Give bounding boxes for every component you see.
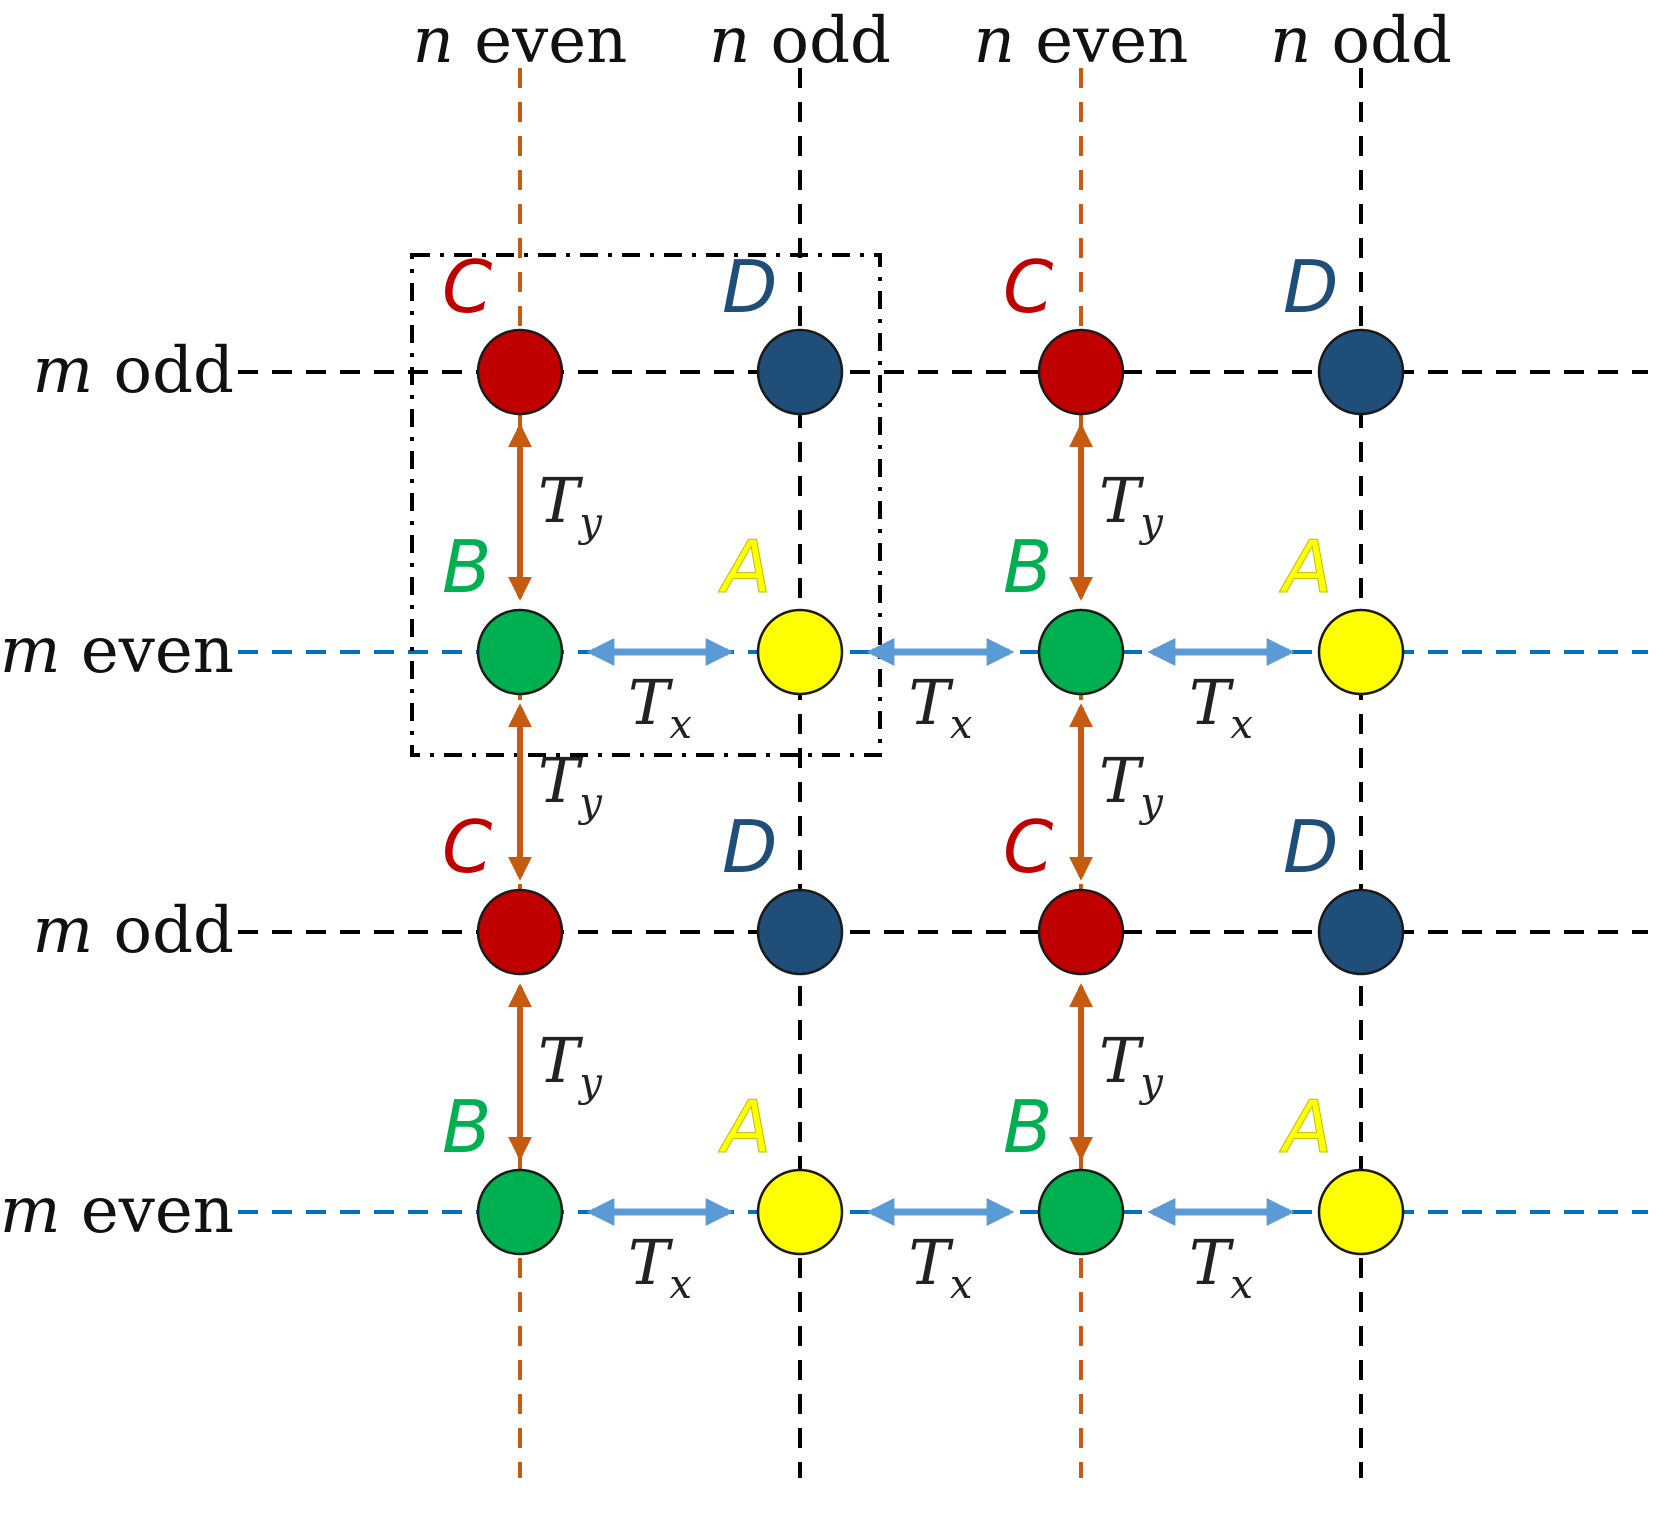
site-label-b: B bbox=[1003, 525, 1052, 609]
site-a bbox=[756, 1168, 844, 1256]
row-label: m even bbox=[0, 1174, 234, 1248]
site-d bbox=[1317, 328, 1405, 416]
hop-y-label: Ty bbox=[538, 1024, 603, 1106]
site-label-d: D bbox=[1283, 245, 1338, 329]
site-a bbox=[756, 608, 844, 696]
hop-x-label: Tx bbox=[628, 666, 692, 748]
site-label-c: C bbox=[442, 805, 493, 889]
lattice-sites bbox=[476, 328, 1405, 1256]
site-b bbox=[1037, 1168, 1125, 1256]
site-label-b: B bbox=[442, 1085, 491, 1169]
site-a bbox=[1317, 1168, 1405, 1256]
site-label-a: A bbox=[1279, 525, 1332, 609]
site-label-c: C bbox=[1003, 805, 1054, 889]
site-c bbox=[1037, 888, 1125, 976]
hop-y-label: Ty bbox=[538, 744, 603, 826]
site-c bbox=[476, 888, 564, 976]
hop-y-label: Ty bbox=[1099, 464, 1164, 546]
site-a bbox=[1317, 608, 1405, 696]
site-b bbox=[1037, 608, 1125, 696]
site-label-a: A bbox=[718, 525, 771, 609]
row-label: m odd bbox=[33, 894, 235, 968]
site-c bbox=[476, 328, 564, 416]
site-d bbox=[1317, 888, 1405, 976]
site-d bbox=[756, 888, 844, 976]
site-label-d: D bbox=[722, 805, 777, 889]
column-header: n odd bbox=[1270, 4, 1452, 78]
hop-y-label: Ty bbox=[538, 464, 603, 546]
site-label-a: A bbox=[1279, 1085, 1332, 1169]
hop-x-label: Tx bbox=[1189, 1226, 1253, 1308]
site-label-d: D bbox=[1283, 805, 1338, 889]
site-d bbox=[756, 328, 844, 416]
site-b bbox=[476, 608, 564, 696]
site-label-b: B bbox=[1003, 1085, 1052, 1169]
row-label: m odd bbox=[33, 334, 235, 408]
hop-x-label: Tx bbox=[628, 1226, 692, 1308]
column-header: n even bbox=[974, 4, 1189, 78]
column-header: n even bbox=[413, 4, 628, 78]
hopping-arrows bbox=[508, 423, 1295, 1226]
site-label-a: A bbox=[718, 1085, 771, 1169]
unit-cell bbox=[410, 253, 882, 757]
hop-x-label: Tx bbox=[909, 666, 973, 748]
column-header: n odd bbox=[709, 4, 891, 78]
site-c bbox=[1037, 328, 1125, 416]
row-label: m even bbox=[0, 614, 234, 688]
hop-y-label: Ty bbox=[1099, 744, 1164, 826]
site-label-b: B bbox=[442, 525, 491, 609]
site-label-d: D bbox=[722, 245, 777, 329]
hop-x-label: Tx bbox=[1189, 666, 1253, 748]
hop-y-label: Ty bbox=[1099, 1024, 1164, 1106]
site-b bbox=[476, 1168, 564, 1256]
site-label-c: C bbox=[1003, 245, 1054, 329]
site-label-c: C bbox=[442, 245, 493, 329]
hop-x-label: Tx bbox=[909, 1226, 973, 1308]
unit-cell-border bbox=[410, 253, 882, 757]
